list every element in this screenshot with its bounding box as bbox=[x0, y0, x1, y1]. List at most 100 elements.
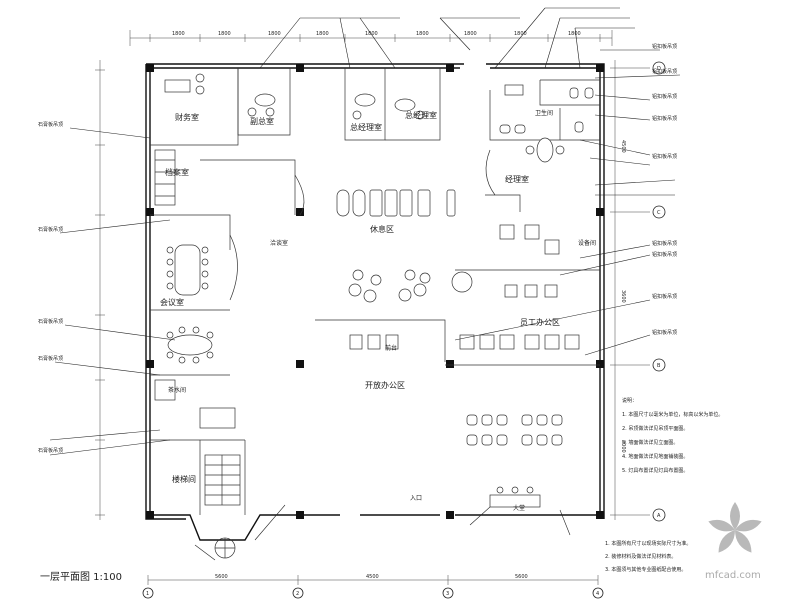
left-dimension-chain bbox=[95, 60, 105, 520]
room-label-equipment: 设备间 bbox=[578, 239, 596, 247]
axis-bubble-b bbox=[652, 358, 666, 372]
notes-left: 石膏板吊顶 石膏板吊顶 石膏板吊顶 石膏板吊顶 石膏板吊顶 bbox=[38, 121, 63, 454]
bottom-note-1: 1. 本图所有尺寸以现场实际尺寸为准。 bbox=[605, 540, 691, 547]
axis-bubble-a bbox=[652, 508, 666, 522]
dim-top-2: 1800 bbox=[218, 31, 231, 37]
spec-line-1: 1. 本图尺寸以毫米为单位，标高以米为单位。 bbox=[622, 411, 723, 418]
notes-right: 铝扣板吊顶 铝扣板吊顶 铝扣板吊顶 铝扣板吊顶 铝扣板吊顶 铝扣板吊顶 铝扣板吊… bbox=[652, 43, 677, 336]
dim-right-2: 3600 bbox=[620, 290, 626, 303]
spec-line-3: 3. 墙面做法详见立面图。 bbox=[622, 439, 678, 446]
axis-label-a: A bbox=[657, 513, 661, 519]
bottom-dimension-chain: 5600 4500 5600 1 2 3 4 bbox=[142, 574, 604, 599]
room-label-office-right: 经理室 bbox=[505, 174, 529, 184]
dim-right-3: 3000 bbox=[620, 440, 626, 453]
dim-top-3: 1800 bbox=[268, 31, 281, 37]
dim-top-6: 1800 bbox=[416, 31, 429, 37]
room-label-finance: 财务室 bbox=[175, 112, 199, 122]
dim-bottom-1: 5600 bbox=[215, 574, 228, 580]
room-label-office-c: 总经理室 bbox=[405, 110, 437, 120]
dim-bottom-3: 5600 bbox=[515, 574, 528, 580]
furniture-workstations bbox=[349, 224, 580, 350]
room-label-staff-area: 员工办公区 bbox=[520, 317, 560, 327]
room-label-meeting-large: 会议室 bbox=[160, 297, 184, 307]
axis-label-4: 4 bbox=[596, 591, 599, 597]
stair-block bbox=[204, 454, 241, 506]
dim-top-8: 1800 bbox=[514, 31, 527, 37]
axis-label-b: B bbox=[657, 363, 661, 369]
note-left-5: 石膏板吊顶 bbox=[38, 447, 63, 454]
leader-lines-right bbox=[454, 49, 681, 356]
furniture-meeting-table-oval bbox=[166, 326, 214, 364]
note-left-1: 石膏板吊顶 bbox=[38, 121, 63, 128]
spec-block: 说明： 1. 本图尺寸以毫米为单位，标高以米为单位。 2. 吊顶做法详见吊顶平面… bbox=[622, 397, 723, 474]
entrance-door bbox=[214, 537, 236, 559]
leader-lines-left bbox=[49, 127, 176, 456]
curved-walls bbox=[229, 149, 496, 301]
leader-lines-top bbox=[259, 7, 635, 69]
bottom-note-3: 3. 本图须与其他专业图纸配合使用。 bbox=[605, 566, 686, 573]
axis-bubble-d bbox=[652, 61, 666, 75]
bottom-notes: 1. 本图所有尺寸以现场实际尺寸为准。 2. 装修材料及做法详见材料表。 3. … bbox=[605, 540, 691, 573]
axis-bubble-c bbox=[652, 205, 666, 219]
watermark-text: mfcad.com bbox=[705, 570, 761, 581]
furniture-office-desks bbox=[164, 73, 565, 163]
room-label-pantry: 茶水间 bbox=[168, 386, 186, 394]
room-label-open-office: 开放办公区 bbox=[365, 380, 405, 390]
note-right-9: 铝扣板吊顶 bbox=[652, 251, 677, 258]
note-right-8: 铝扣板吊顶 bbox=[652, 329, 677, 336]
exterior-walls bbox=[145, 63, 605, 541]
axis-bubble-3 bbox=[442, 587, 454, 599]
note-right-3: 铝扣板吊顶 bbox=[652, 93, 677, 100]
axis-label-c: C bbox=[657, 210, 661, 216]
structural-columns bbox=[146, 64, 604, 519]
note-left-4: 石膏板吊顶 bbox=[38, 355, 63, 362]
top-dimension-chain: 1800 1800 1800 1800 1800 1800 1800 1800 … bbox=[129, 30, 613, 46]
axis-label-1: 1 bbox=[146, 591, 149, 597]
spec-line-2: 2. 吊顶做法详见吊顶平面图。 bbox=[622, 425, 688, 432]
drawing-title: 一层平面图 1:100 bbox=[40, 571, 122, 583]
dim-top-9: 1800 bbox=[568, 31, 581, 37]
dim-right-1: 4500 bbox=[620, 140, 626, 153]
room-label-lobby: 大堂 bbox=[513, 504, 525, 512]
spec-line-4: 4. 地面做法详见地面铺装图。 bbox=[622, 453, 688, 460]
bottom-note-2: 2. 装修材料及做法详见材料表。 bbox=[605, 553, 676, 560]
furniture-meeting-table-large bbox=[166, 244, 209, 296]
room-label-meeting-small: 洽谈室 bbox=[270, 239, 288, 247]
dim-bottom-2: 4500 bbox=[366, 574, 379, 580]
axis-bubble-1 bbox=[142, 587, 154, 599]
dim-top-7: 1800 bbox=[464, 31, 477, 37]
leader-lines-bottom bbox=[194, 504, 571, 561]
watermark-logo: mfcad.com bbox=[705, 502, 762, 581]
note-left-3: 石膏板吊顶 bbox=[38, 318, 63, 325]
axis-bubble-2 bbox=[292, 587, 304, 599]
furniture-lobby-chairs bbox=[466, 414, 563, 446]
interior-walls bbox=[150, 68, 600, 515]
note-right-2: 铝扣板吊顶 bbox=[652, 68, 677, 75]
furniture-toilet-fixtures bbox=[499, 87, 594, 134]
room-label-office-a: 总经理室 bbox=[350, 122, 382, 132]
axis-label-d: D bbox=[657, 66, 661, 72]
dim-top-4: 1800 bbox=[316, 31, 329, 37]
spec-line-5: 5. 灯具布置详见灯具布置图。 bbox=[622, 467, 688, 474]
dim-top-1: 1800 bbox=[172, 31, 185, 37]
note-right-6: 铝扣板吊顶 bbox=[652, 240, 677, 247]
note-right-4: 铝扣板吊顶 bbox=[652, 115, 677, 122]
axis-label-2: 2 bbox=[296, 591, 299, 597]
note-right-1: 铝扣板吊顶 bbox=[652, 43, 677, 50]
room-label-storage: 档案室 bbox=[165, 167, 189, 177]
note-right-7: 铝扣板吊顶 bbox=[652, 293, 677, 300]
note-left-2: 石膏板吊顶 bbox=[38, 226, 63, 233]
room-label-office-b: 副总室 bbox=[250, 116, 274, 126]
room-label-toilet: 卫生间 bbox=[535, 109, 553, 117]
furniture-lounge-chairs bbox=[348, 269, 473, 303]
room-label-stair: 楼梯间 bbox=[172, 474, 196, 484]
room-labels: 财务室 副总室 总经理室 总经理室 休息区 会议室 档案室 经理室 员工办公区 … bbox=[160, 109, 596, 512]
right-axis-bubbles: D C B A bbox=[652, 61, 666, 522]
note-right-5: 铝扣板吊顶 bbox=[652, 153, 677, 160]
axis-label-3: 3 bbox=[446, 591, 449, 597]
room-label-reception: 前台 bbox=[385, 344, 397, 352]
furniture-rest-area-sofas bbox=[336, 189, 456, 217]
room-label-rest-area: 休息区 bbox=[370, 224, 394, 234]
left-cabinets bbox=[154, 149, 236, 429]
